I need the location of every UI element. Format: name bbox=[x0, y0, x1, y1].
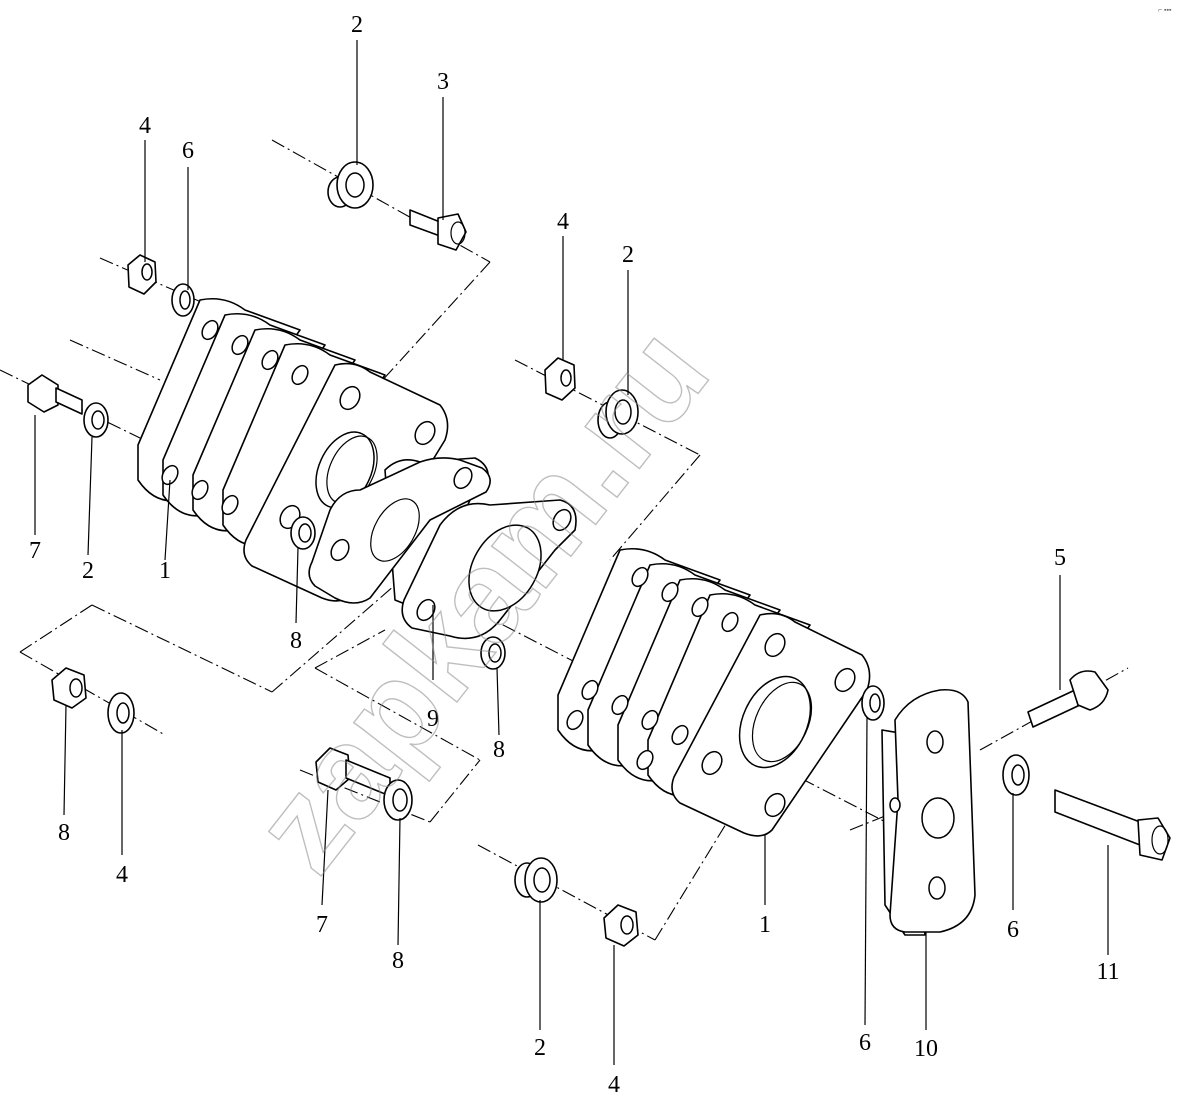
callout-6-top-left: 6 bbox=[182, 138, 194, 164]
bolt-7-bottom bbox=[315, 747, 391, 797]
callout-8-bottom: 8 bbox=[392, 948, 404, 974]
callout-6-far: 6 bbox=[1007, 917, 1019, 943]
callout-2-mid: 2 bbox=[622, 242, 634, 268]
callout-4-bottom-left: 4 bbox=[116, 862, 128, 888]
washer-top-left bbox=[171, 283, 195, 317]
callout-11: 11 bbox=[1096, 959, 1119, 985]
callout-4-top-left: 4 bbox=[139, 113, 151, 139]
bolt-7-left bbox=[27, 374, 83, 415]
leader-lines bbox=[34, 40, 1109, 1065]
bushing-top bbox=[327, 161, 374, 209]
washer-6-right bbox=[861, 685, 885, 721]
washer-8-left bbox=[290, 516, 316, 550]
callout-8-left: 8 bbox=[290, 628, 302, 654]
nut-mid bbox=[544, 357, 576, 401]
washer-8-mid bbox=[480, 636, 506, 670]
washer-bottom-left bbox=[107, 692, 135, 734]
bushing-bottom bbox=[514, 857, 558, 903]
callout-numbers: 2 3 4 6 4 2 7 2 1 8 9 8 8 4 7 8 2 4 1 6 … bbox=[29, 12, 1120, 1098]
mounting-bracket bbox=[881, 688, 976, 936]
callout-5: 5 bbox=[1054, 545, 1066, 571]
callout-7-bottom: 7 bbox=[316, 912, 328, 938]
corner-mark: ⌐ ▪▪▪ bbox=[1158, 7, 1172, 14]
callout-4-mid: 4 bbox=[557, 209, 569, 235]
callout-8-mid: 8 bbox=[493, 737, 505, 763]
callout-2-bottom: 2 bbox=[534, 1035, 546, 1061]
pipe-with-flanges bbox=[308, 457, 577, 640]
callout-10: 10 bbox=[914, 1036, 938, 1062]
bushing-mid bbox=[597, 389, 639, 439]
bolt-11 bbox=[1054, 789, 1171, 861]
callout-8-bottom-left: 8 bbox=[58, 820, 70, 846]
callout-2-top: 2 bbox=[351, 12, 363, 38]
callout-4-bottom: 4 bbox=[608, 1072, 620, 1098]
callout-7-left: 7 bbox=[29, 538, 41, 564]
washer-8-bottom bbox=[383, 779, 413, 821]
bolt-3 bbox=[409, 209, 467, 251]
callout-2-left: 2 bbox=[82, 558, 94, 584]
washer-left bbox=[83, 402, 109, 438]
callout-1-left: 1 bbox=[159, 558, 171, 584]
callout-1-right: 1 bbox=[759, 912, 771, 938]
nut-bottom bbox=[603, 904, 639, 947]
right-flange-stack bbox=[557, 547, 871, 837]
nut-bottom-left bbox=[51, 667, 87, 709]
screw-5 bbox=[1027, 670, 1109, 728]
nut-top-left bbox=[127, 254, 157, 295]
callout-6-right: 6 bbox=[859, 1030, 871, 1056]
washer-6-far bbox=[1002, 754, 1030, 796]
callout-9: 9 bbox=[427, 706, 439, 732]
callout-3: 3 bbox=[437, 69, 449, 95]
